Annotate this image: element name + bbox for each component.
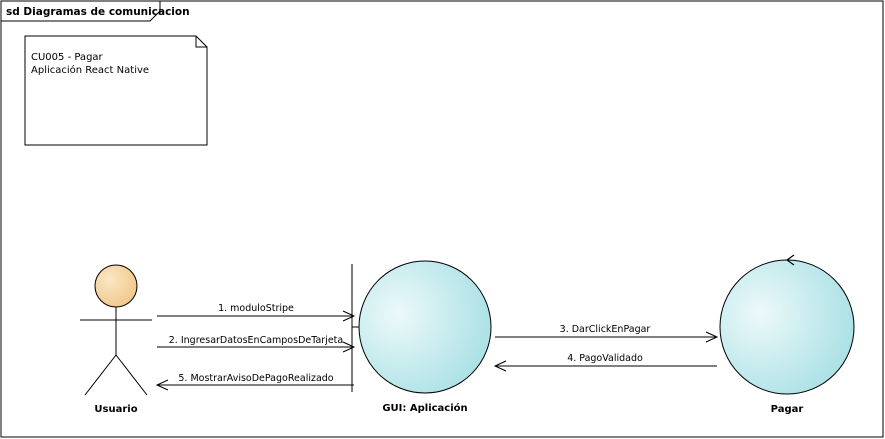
arrowhead-icon — [493, 360, 507, 372]
arrowhead-icon — [342, 341, 356, 353]
arrowhead-icon — [342, 310, 356, 322]
message-3[interactable]: 3. DarClickEnPagar — [495, 324, 719, 343]
actor-usuario[interactable]: Usuario — [80, 264, 152, 415]
message-5[interactable]: 5. MostrarAvisoDePagoRealizado — [155, 373, 354, 391]
actor-usuario-label: Usuario — [94, 404, 137, 415]
frame-title: sd Diagramas de comunicacion — [6, 6, 190, 18]
object-gui-aplicacion[interactable]: GUI: Aplicación — [351, 260, 492, 414]
message-4-label: 4. PagoValidado — [567, 353, 643, 364]
message-2[interactable]: 2. IngresarDatosEnCamposDeTarjeta — [157, 335, 356, 353]
object-pagar[interactable]: Pagar — [719, 254, 855, 415]
note-line-1: CU005 - Pagar — [31, 52, 104, 63]
message-4[interactable]: 4. PagoValidado — [493, 353, 717, 372]
control-arrow-icon — [785, 254, 795, 266]
note-line-2: Aplicación React Native — [31, 64, 149, 76]
object-pagar-label: Pagar — [771, 404, 804, 415]
object-gui-aplicacion-label: GUI: Aplicación — [382, 402, 467, 414]
message-5-label: 5. MostrarAvisoDePagoRealizado — [178, 373, 333, 384]
note[interactable]: CU005 - Pagar Aplicación React Native — [24, 35, 208, 146]
message-2-label: 2. IngresarDatosEnCamposDeTarjeta — [169, 335, 343, 346]
message-3-label: 3. DarClickEnPagar — [560, 324, 651, 335]
message-1-label: 1. moduloStripe — [218, 303, 294, 314]
arrowhead-icon — [155, 379, 169, 391]
arrowhead-icon — [705, 331, 719, 343]
message-1[interactable]: 1. moduloStripe — [157, 303, 356, 322]
